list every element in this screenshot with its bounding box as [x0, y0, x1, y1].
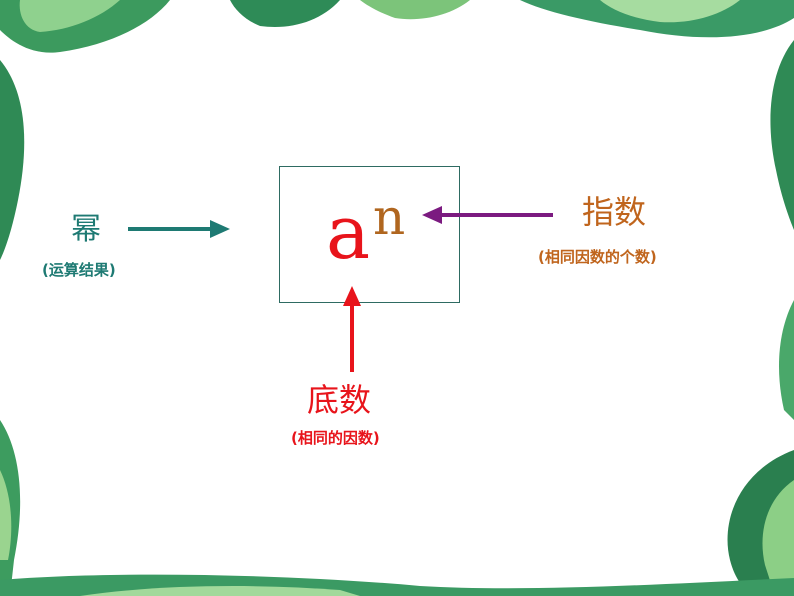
leaf-left-upper	[0, 60, 25, 260]
exponent-arrow	[422, 206, 553, 224]
power-note: (运算结果)	[42, 261, 116, 279]
leaf-right-mid	[778, 300, 794, 420]
formula-box	[279, 166, 460, 303]
leaf-right-upper	[770, 40, 794, 230]
leaf-right-lower-light	[762, 480, 794, 596]
leaf-bottom-light	[80, 586, 360, 596]
leaf-top-mid2	[360, 0, 470, 20]
leaf-top-mid	[230, 0, 340, 27]
base-arrow	[343, 286, 361, 372]
exponent-label: 指数	[582, 193, 647, 231]
base-note: (相同的因数)	[291, 429, 380, 447]
leaf-top-left-light	[19, 0, 120, 32]
power-arrow	[128, 220, 230, 238]
leaf-top-right-light	[600, 0, 740, 23]
power-label: 幂	[71, 212, 101, 247]
leaf-left-lower-light	[0, 470, 12, 560]
base-label: 底数	[307, 381, 372, 419]
exponent-note: (相同因数的个数)	[538, 248, 657, 266]
formula-base: a	[326, 190, 371, 276]
formula-exponent: n	[373, 188, 406, 246]
